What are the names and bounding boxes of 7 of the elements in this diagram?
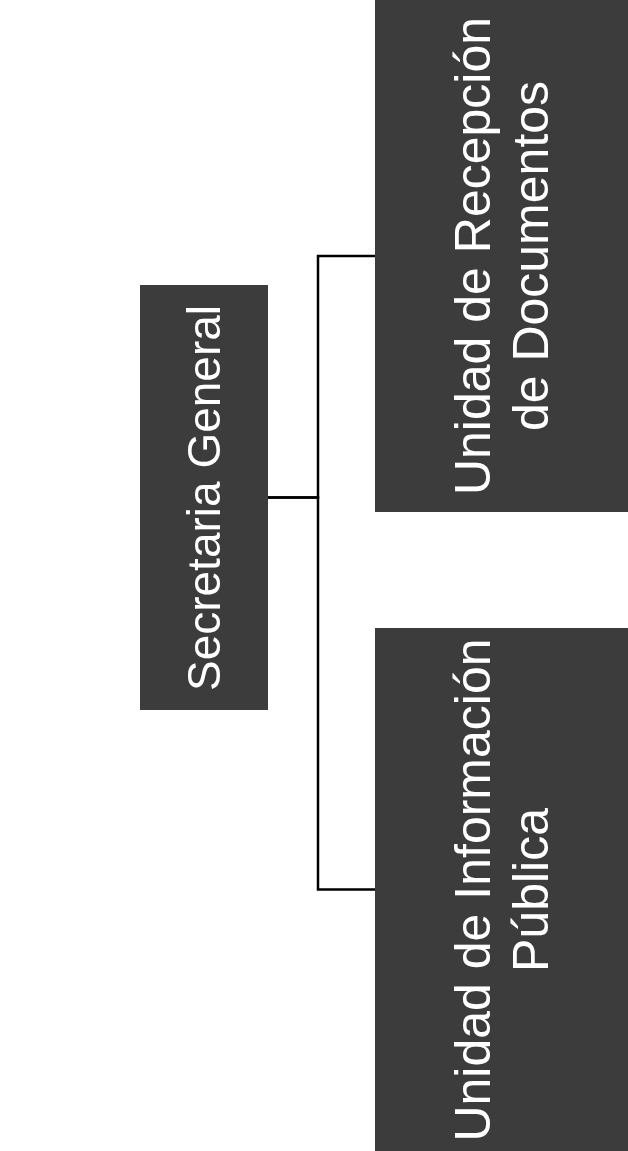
box-label: Secretaria General: [177, 303, 231, 693]
org-box: [375, 628, 628, 1151]
org-box: [140, 285, 268, 710]
box-label: Unidad de Información Pública: [444, 636, 559, 1144]
org-box: [375, 0, 628, 512]
connector-line: [268, 496, 375, 891]
box-label: Unidad de Recepción de Documentos: [444, 15, 559, 498]
